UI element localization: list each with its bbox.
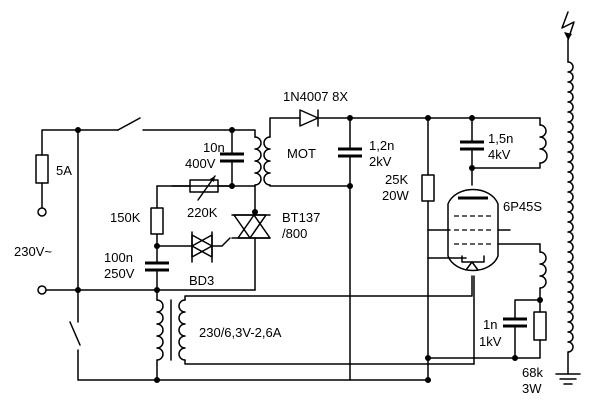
label-triac-rating: /800 <box>282 226 307 241</box>
label-grid-resistor-power: 3W <box>522 381 542 396</box>
resistor-68k <box>533 311 547 341</box>
label-plate-resistor-value: 25K <box>385 172 408 187</box>
label-plate-resistor-power: 20W <box>382 188 409 203</box>
feedback-network <box>425 243 547 361</box>
mot-secondary <box>263 117 351 187</box>
triac-bt137 <box>231 209 271 291</box>
label-filament-transformer: 230/6,3V-2,6A <box>199 325 282 340</box>
label-grid-resistor-value: 68k <box>522 365 543 380</box>
label-snubber-voltage: 400V <box>185 156 216 171</box>
tank-circuit <box>460 117 548 186</box>
filament-transformer <box>154 229 475 383</box>
mains-input <box>35 117 429 381</box>
label-tank-cap-voltage: 4kV <box>488 147 511 162</box>
snubber-capacitor <box>220 127 244 187</box>
label-diac: BD3 <box>189 273 214 288</box>
resistor-150k <box>150 207 164 235</box>
label-tube: 6P45S <box>503 199 542 214</box>
label-resistor-fixed: 150K <box>110 210 141 225</box>
rc-timing-network <box>145 175 233 293</box>
label-triac-part: BT137 <box>282 210 320 225</box>
hv-capacitor <box>338 117 362 381</box>
label-hv-cap-value: 1,2n <box>369 138 394 153</box>
label-mains: 230V~ <box>14 244 52 259</box>
fuse <box>35 154 49 184</box>
label-tank-cap-value: 1,5n <box>488 131 513 146</box>
label-hv-cap-voltage: 2kV <box>369 154 392 169</box>
label-timing-cap-value: 100n <box>104 250 133 265</box>
label-snubber-value: 10n <box>203 140 225 155</box>
diac-bd3 <box>156 231 231 263</box>
tube-6p45s <box>447 188 541 272</box>
resistor-25k <box>421 174 435 202</box>
label-timing-cap-voltage: 250V <box>104 266 135 281</box>
diode-1n4007 <box>299 109 541 127</box>
plate-resistor <box>421 117 451 231</box>
label-grid-cap-value: 1n <box>483 317 497 332</box>
filament-switch <box>69 321 81 346</box>
spark-icon <box>561 11 575 41</box>
label-diode: 1N4007 8X <box>283 89 348 104</box>
label-mot: MOT <box>287 146 316 161</box>
label-grid-cap-voltage: 1kV <box>479 334 502 349</box>
mains-terminal-top <box>37 207 47 217</box>
main-switch <box>117 117 141 131</box>
tesla-secondary <box>555 11 581 385</box>
mains-terminal-bottom <box>37 285 47 295</box>
label-resistor-trim: 220K <box>187 205 218 220</box>
mot-primary <box>156 129 262 213</box>
label-fuse: 5A <box>56 163 72 178</box>
